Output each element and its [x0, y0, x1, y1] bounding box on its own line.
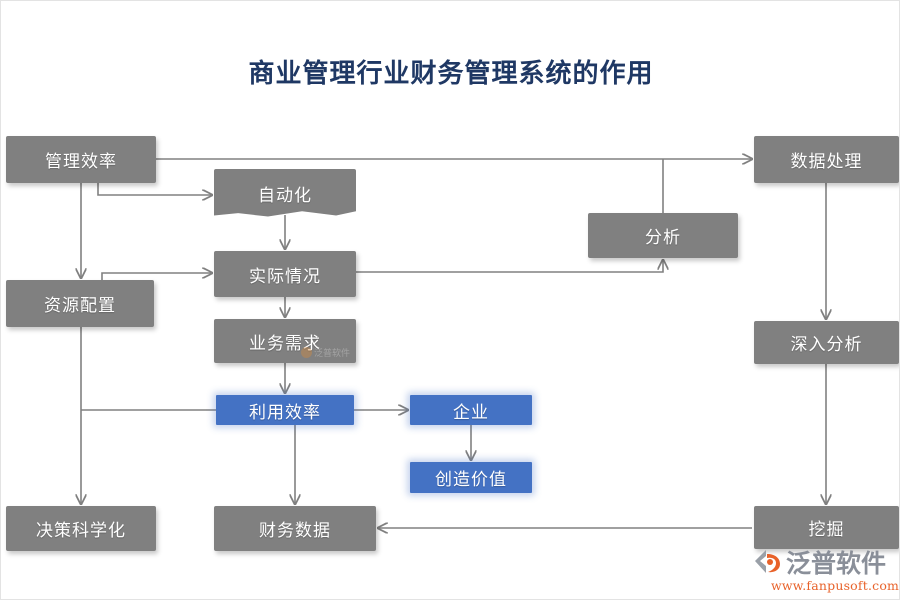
node-label: 决策科学化	[36, 521, 126, 541]
logo-text: 泛普软件	[786, 548, 887, 578]
edge-shiji-fenxi	[356, 260, 663, 273]
watermark-text: 泛普软件	[313, 349, 350, 359]
node-label: 深入分析	[790, 335, 863, 355]
node-label: 分析	[645, 228, 681, 248]
node-label: 企业	[453, 402, 489, 423]
node-label: 实际情况	[249, 266, 321, 287]
logo-url: www.fanpusoft.com	[771, 578, 900, 593]
edge-ziyuan-shiji	[101, 273, 212, 280]
watermark-logo-icon	[300, 347, 312, 358]
brand-logo: 泛普软件 www.fanpusoft.com	[753, 549, 900, 595]
node-label: 数据处理	[790, 152, 863, 172]
node-caiwu-shuju[interactable]: 财务数据	[214, 506, 376, 551]
node-qiye[interactable]: 企业	[410, 395, 532, 425]
node-ziyuan-peizhi[interactable]: 资源配置	[6, 280, 154, 327]
node-label: 资源配置	[44, 296, 116, 316]
node-label: 管理效率	[45, 152, 117, 172]
node-label: 利用效率	[249, 402, 321, 423]
node-shenru-fenxi[interactable]: 深入分析	[754, 321, 899, 364]
node-label: 业务需求	[249, 333, 321, 354]
node-liyong-xiaolv[interactable]: 利用效率	[216, 395, 354, 425]
node-chuangzao-jiazhi[interactable]: 创造价值	[410, 462, 532, 493]
node-juece-kexuehua[interactable]: 决策科学化	[6, 506, 156, 551]
node-guanli-xiaolv[interactable]: 管理效率	[6, 136, 156, 183]
node-label: 创造价值	[435, 470, 507, 490]
fanpu-swoosh-icon	[755, 550, 780, 573]
node-shiji-qingkuang[interactable]: 实际情况	[214, 251, 356, 297]
watermark: 泛普软件	[300, 346, 350, 359]
logo-row: 泛普软件	[753, 549, 897, 577]
node-label: 财务数据	[259, 521, 331, 541]
node-label: 挖掘	[808, 520, 845, 540]
node-shuju-chuli[interactable]: 数据处理	[754, 136, 899, 183]
node-label: 自动化	[258, 185, 312, 206]
node-yewu-xuqiu[interactable]: 业务需求 泛普软件	[214, 319, 356, 363]
edge-guanli-zidong	[97, 183, 212, 195]
node-wajue[interactable]: 挖掘	[754, 506, 899, 549]
node-fenxi[interactable]: 分析	[588, 213, 738, 258]
page-title: 商业管理行业财务管理系统的作用	[248, 59, 654, 89]
node-zidonghua[interactable]: 自动化	[214, 169, 356, 217]
